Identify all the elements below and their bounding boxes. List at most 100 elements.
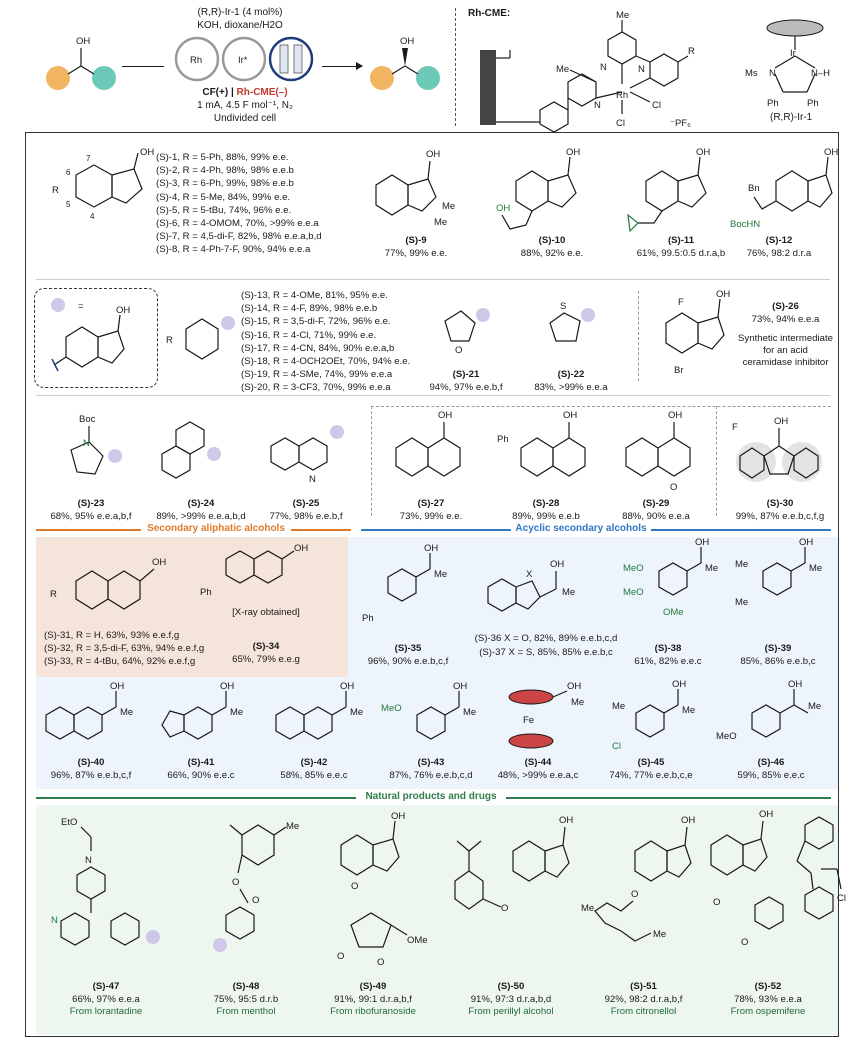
svg-text:Ph: Ph: [200, 587, 212, 598]
racemic-alcohol: OH: [46, 36, 116, 90]
svg-text:O: O: [741, 937, 748, 948]
svg-text:Rh: Rh: [190, 55, 202, 66]
aliphatic-results-list: (S)-31, R = H, 63%, 93% e.e.f,g (S)-32, …: [44, 629, 204, 669]
svg-text:Boc: Boc: [79, 414, 96, 425]
svg-text:Cl: Cl: [616, 118, 625, 129]
compound-39-structure: OH Me Me Me: [735, 537, 822, 608]
aliphatic-header-line-left: [36, 529, 141, 531]
svg-text:Me: Me: [653, 929, 666, 940]
natural-section-title: Natural products and drugs: [365, 791, 497, 802]
svg-text:OH: OH: [672, 679, 686, 690]
svg-text:O: O: [337, 951, 344, 962]
compound-45-structure: OH Me Me Cl: [612, 679, 695, 752]
compound-41-structure: OH Me: [161, 681, 243, 740]
rh-cme-structure: Me Me R Rh Cl Cl ⁻PF₆ N N N: [480, 10, 695, 133]
svg-text:Me: Me: [562, 587, 575, 598]
svg-text:N: N: [600, 62, 607, 73]
svg-text:OH: OH: [759, 809, 773, 820]
compound-42-structure: OH Me: [275, 681, 363, 740]
svg-text:Me: Me: [230, 707, 243, 718]
svg-text:N: N: [594, 100, 601, 111]
column-separator: [716, 406, 717, 516]
svg-text:R: R: [166, 335, 173, 346]
svg-text:N: N: [309, 474, 316, 485]
row-separator: [36, 395, 830, 396]
svg-text:OH: OH: [559, 815, 573, 826]
row-separator: [36, 279, 830, 280]
svg-text:=: =: [78, 301, 84, 312]
svg-text:OH: OH: [567, 681, 581, 692]
svg-text:4: 4: [90, 212, 95, 221]
compound-38-structure: OH Me MeO MeO OMe: [623, 537, 718, 618]
svg-text:Me: Me: [808, 701, 821, 712]
svg-text:Ph: Ph: [497, 434, 509, 445]
svg-text:O: O: [631, 889, 638, 900]
compound-47-structure: EtO N N: [51, 817, 160, 946]
list-item: (S)-15, R = 3,5-di-F, 72%, 96% e.e.: [241, 316, 391, 328]
natural-header-line-right: [506, 797, 831, 799]
svg-text:OH: OH: [695, 537, 709, 548]
list-item: (S)-18, R = 4-OCH2OEt, 70%, 94% e.e.: [241, 356, 411, 368]
compound-44-structure: Fe OH Me: [508, 681, 584, 749]
svg-text:OH: OH: [566, 147, 580, 158]
compound-51-structure: OH O Me Me: [581, 815, 695, 942]
list-item: (S)-14, R = 4-F, 89%, 98% e.e.b: [241, 303, 378, 315]
svg-text:BocHN: BocHN: [730, 219, 760, 230]
list-item: (S)-19, R = 4-SMe, 74%, 99% e.e.a: [241, 369, 393, 381]
list-item: (S)-33, R = 4-tBu, 64%, 92% e.e.f,g: [44, 656, 196, 668]
svg-text:Rh: Rh: [616, 90, 628, 101]
svg-text:R: R: [688, 46, 695, 57]
compound-22-structure: S: [549, 301, 595, 342]
svg-text:N: N: [51, 915, 58, 926]
catalyst-condition: (R,R)-Ir-1 (4 mol%): [197, 7, 283, 18]
svg-text:OH: OH: [110, 681, 124, 692]
svg-text:OH: OH: [438, 410, 452, 421]
svg-text:F: F: [732, 422, 738, 433]
ir-1-caption: (R,R)-Ir-1: [770, 112, 813, 123]
svg-text:N: N: [85, 855, 92, 866]
svg-text:Me: Me: [434, 569, 447, 580]
svg-text:R: R: [52, 185, 59, 196]
list-item: (S)-32, R = 3,5-di-F, 63%, 94% e.e.f,g: [44, 643, 205, 655]
svg-text:5: 5: [66, 200, 71, 209]
xray-note: [X-ray obtained]: [232, 607, 300, 618]
list-item: (S)-1, R = 5-Ph, 88%, 99% e.e.: [156, 152, 289, 163]
acyclic-header-line-right: [651, 529, 831, 531]
svg-text:Ir: Ir: [790, 48, 796, 59]
arrow-line-right: [322, 66, 362, 67]
svg-text:Me: Me: [581, 903, 594, 914]
svg-text:OMe: OMe: [663, 607, 684, 618]
list-item: (S)-7, R = 4,5-di-F, 82%, 98% e.e.a,b,d: [156, 231, 322, 243]
svg-text:Fe: Fe: [523, 715, 534, 726]
compound-9-structure: OH Me Me: [375, 149, 455, 228]
row-separator: [371, 406, 831, 407]
svg-text:OH: OH: [426, 149, 440, 160]
svg-text:O: O: [501, 903, 508, 914]
svg-text:MeO: MeO: [381, 703, 402, 714]
svg-text:Cl: Cl: [612, 741, 621, 752]
svg-text:Ms: Ms: [745, 68, 758, 79]
arrow-head: [356, 62, 363, 70]
svg-text:Me: Me: [434, 217, 447, 228]
list-item: (S)-31, R = H, 63%, 93% e.e.f,g: [44, 630, 180, 641]
svg-text:O: O: [252, 895, 259, 906]
svg-text:⁻PF₆: ⁻PF₆: [670, 118, 691, 129]
arrow-line-left: [122, 66, 164, 67]
natural-header-line-left: [36, 797, 356, 799]
compound-50-structure: O OH: [454, 815, 573, 914]
svg-text:Me: Me: [286, 821, 299, 832]
